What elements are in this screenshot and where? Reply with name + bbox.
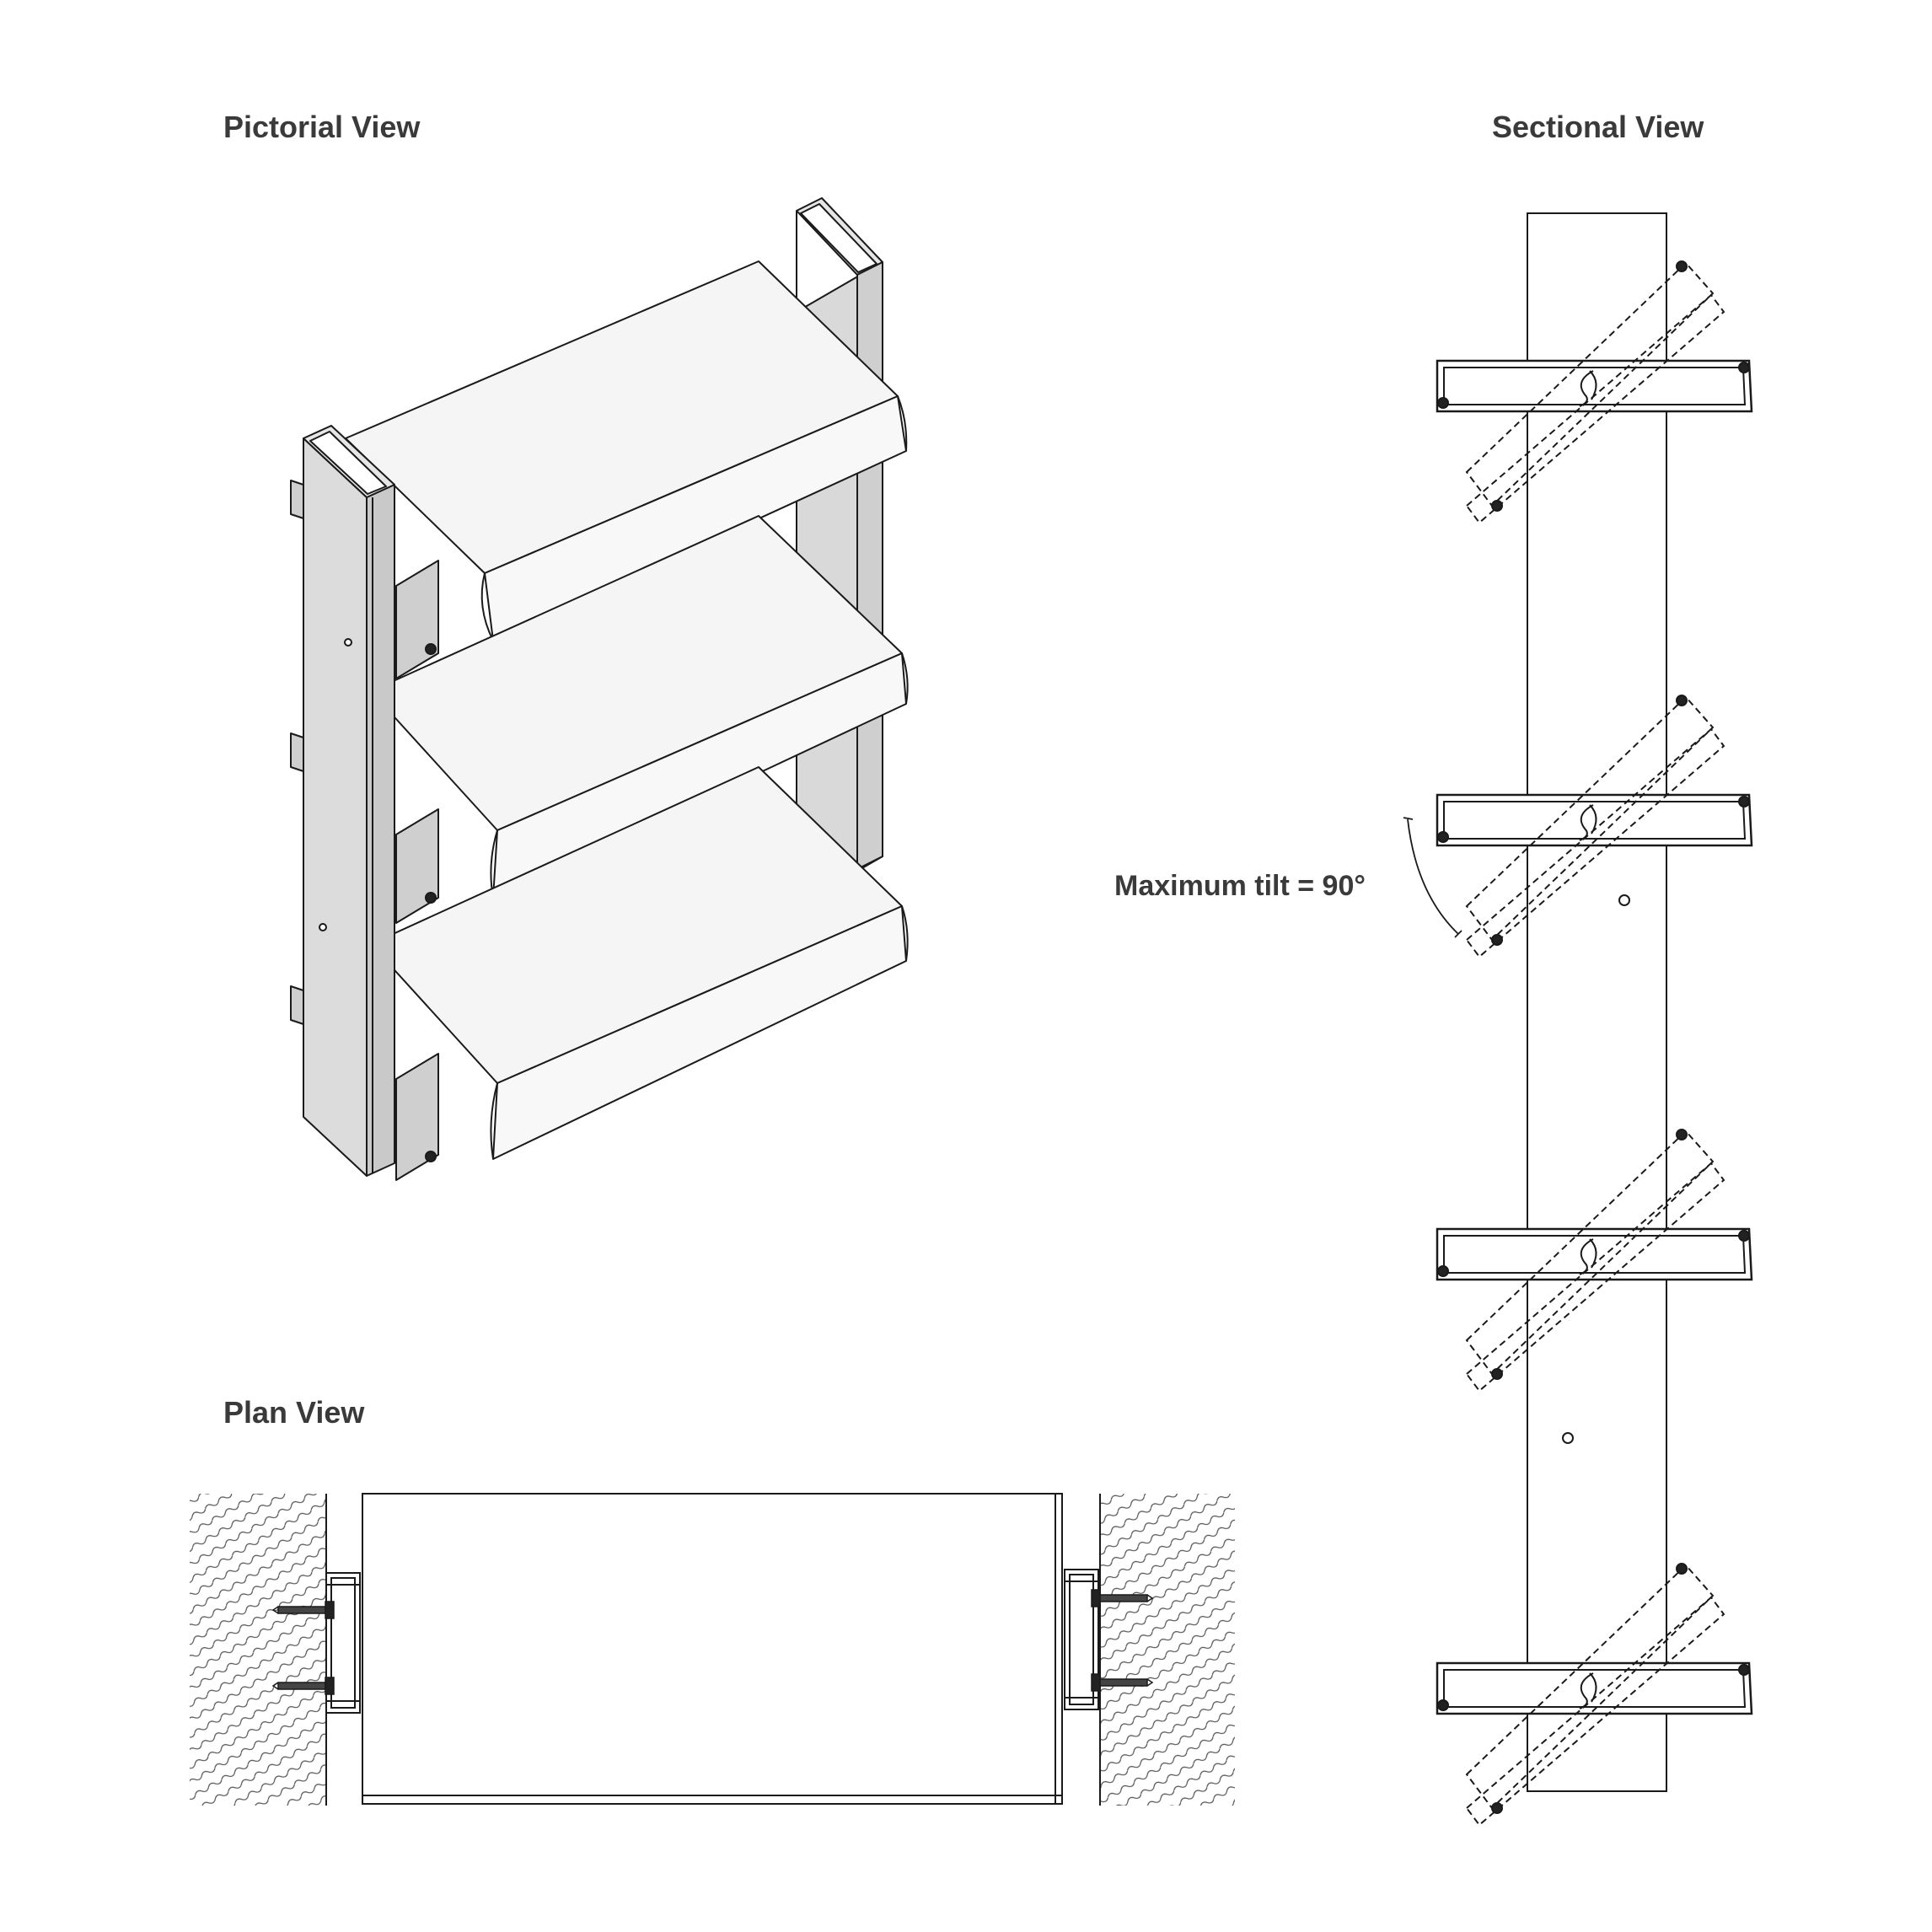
maximum-tilt-label: Maximum tilt = 90°	[1114, 870, 1366, 902]
sectional-view-title: Sectional View	[1492, 110, 1704, 144]
back-post	[796, 197, 883, 907]
post-hole	[1562, 1432, 1574, 1444]
section-blade-1	[1436, 260, 1753, 524]
plan-view-title: Plan View	[223, 1395, 365, 1430]
screw-icon	[1091, 1589, 1154, 1607]
plan-blade	[362, 1493, 1063, 1805]
plan-view	[190, 1493, 1235, 1806]
front-post	[290, 425, 395, 1177]
louver-blade-bottom	[370, 766, 909, 1181]
screw-icon	[271, 1677, 335, 1695]
pictorial-view	[290, 197, 909, 1181]
wall-hatch-left	[190, 1494, 326, 1806]
screw-icon	[1091, 1673, 1154, 1692]
louver-blade-top	[345, 260, 908, 679]
pictorial-view-title: Pictorial View	[223, 110, 421, 144]
tilt-arc	[1407, 818, 1459, 935]
left-bracket	[325, 1572, 361, 1714]
post-hole	[1618, 894, 1630, 906]
section-post	[1527, 212, 1667, 1792]
right-bracket	[1064, 1569, 1099, 1710]
wall-hatch-right	[1100, 1494, 1235, 1806]
section-blade-3	[1436, 1129, 1753, 1393]
sectional-view	[1403, 212, 1753, 1827]
screw-icon	[271, 1601, 335, 1619]
louver-blade-middle	[370, 515, 909, 924]
section-blade-4	[1436, 1563, 1753, 1827]
section-blade-2	[1436, 695, 1753, 958]
